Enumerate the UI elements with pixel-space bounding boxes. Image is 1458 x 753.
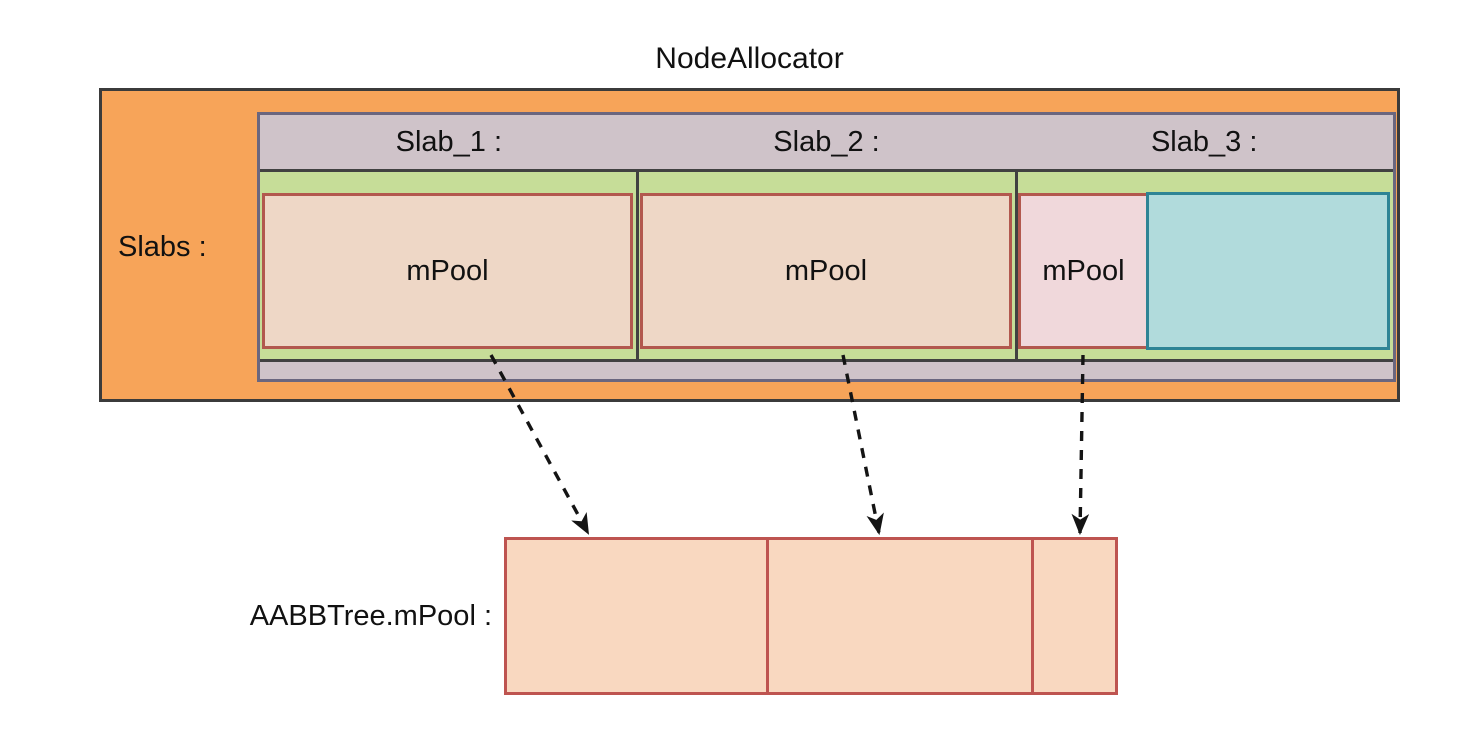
slab-region-3: mPool [1015, 172, 1393, 359]
slab-header-1: Slab_1 : [395, 125, 503, 158]
slab-content-row: mPool mPool mPool [260, 169, 1393, 362]
slab-header-row: Slab_1 : Slab_2 : Slab_3 : [260, 115, 1393, 169]
slab3-free-region-box [1146, 192, 1390, 350]
pool-segment-2 [766, 540, 1031, 692]
aabbtree-pool-box [504, 537, 1118, 695]
slab-header-3: Slab_3 : [1150, 125, 1258, 158]
slab-header-2: Slab_2 : [773, 125, 880, 158]
slab-region-2: mPool [636, 172, 1015, 359]
mpool-box-1: mPool [262, 193, 633, 349]
pool-segment-1 [507, 540, 766, 692]
pool-segment-3 [1031, 540, 1115, 692]
mpool-box-3: mPool [1018, 193, 1149, 349]
diagram-title: NodeAllocator [655, 42, 844, 75]
slabs-container: Slab_1 : Slab_2 : Slab_3 : mPool mPool m… [257, 112, 1396, 382]
slabs-label: Slabs : [118, 231, 207, 263]
slab-region-1: mPool [260, 172, 636, 359]
aabbtree-label: AABBTree.mPool : [249, 600, 492, 632]
mpool-box-2: mPool [640, 193, 1012, 349]
